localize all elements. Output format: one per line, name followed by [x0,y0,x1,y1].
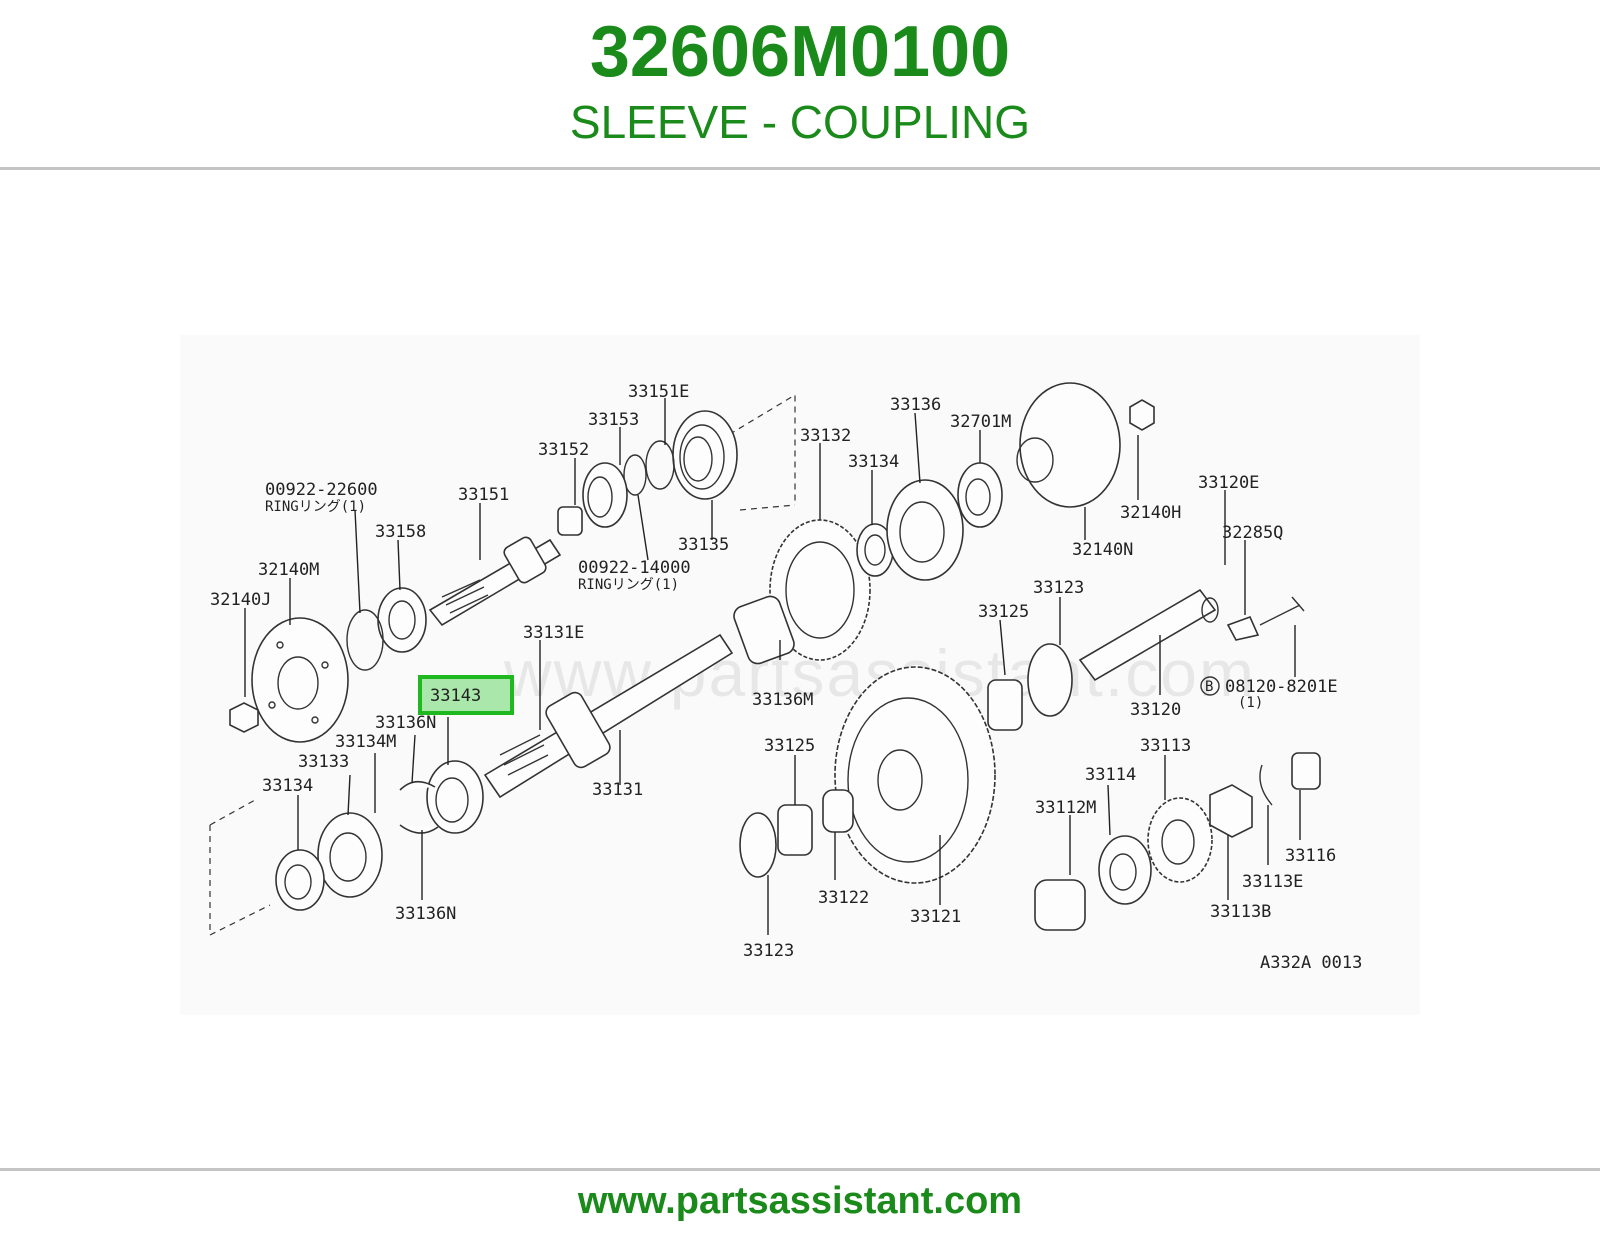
label-33113B: 33113B [1210,902,1271,922]
drawing-code: A332A 0013 [1260,953,1362,973]
label-33120: 33120 [1130,700,1181,720]
label-33151: 33151 [458,485,509,505]
leader-lines [244,398,1301,935]
bolt-badge-letter: B [1205,679,1213,695]
needle-bearing-33136N-lower [399,824,439,834]
label-33113E: 33113E [1242,872,1303,892]
spacer-33125-lower [777,804,813,856]
label-32701M: 32701M [950,412,1011,432]
flange-32140M [251,617,349,743]
label-33151E: 33151E [628,382,689,402]
label-33135: 33135 [678,535,729,555]
shaft-33120 [1078,588,1217,682]
exploded-view-drawing: 33151E 33153 33152 33151 00922-22600 RIN… [209,382,1362,973]
bearing-33135 [672,410,738,500]
gear-33113 [1147,797,1213,883]
washer-33123-lower [739,812,777,878]
nut-33113B [1209,784,1253,838]
sleeve-33122 [822,789,854,833]
page-header: 32606M0100 SLEEVE - COUPLING [0,0,1600,170]
gear-33133 [317,812,383,898]
label-32140M: 32140M [258,560,319,580]
mainshaft-33131 [483,633,734,799]
label-33114: 33114 [1085,765,1136,785]
needle-bearing-33136M [733,595,795,665]
label-ring-qty-1: RINGリング(1) [265,499,366,515]
ring-00922-22600 [346,609,384,671]
washer-33123-upper [1027,643,1073,717]
footer-divider [0,1168,1600,1171]
label-33134-lower: 33134 [262,776,313,796]
bearing-33114 [1098,835,1152,905]
label-32140N: 32140N [1072,540,1133,560]
label-33134M: 33134M [335,732,396,752]
ring-00922-14000 [623,454,647,496]
bearing-33134-lower [275,849,325,911]
cotter-pin-33113E [1259,764,1273,806]
bolt-badge-circle [1200,676,1220,696]
label-33152: 33152 [538,440,589,460]
header-divider [0,167,1600,170]
nut-32140J [229,702,259,733]
label-33125-lower: 33125 [764,736,815,756]
label-32140J: 32140J [210,590,271,610]
part-number-title: 32606M0100 [589,12,1011,92]
label-33123-upper: 33123 [1033,578,1084,598]
label-33134: 33134 [848,452,899,472]
label-33153: 33153 [588,410,639,430]
label-00922-14000: 00922-14000 [578,558,691,578]
label-33112M: 33112M [1035,798,1096,818]
part-name-subtitle: SLEEVE - COUPLING [569,96,1031,148]
highlighted-part-33143[interactable]: 33143 [418,675,514,715]
bearing-33158 [377,587,427,653]
housing-outline-top [719,393,796,511]
gear-33121 [834,666,996,884]
bushing-33112M [1034,879,1086,931]
spacer-33125-upper [987,679,1023,731]
label-33136M: 33136M [752,690,813,710]
flange-32140N [1016,382,1121,508]
needle-bearing-33136N-upper [399,780,436,791]
label-33132: 33132 [800,426,851,446]
housing-outline-bottom [209,799,271,936]
cap-33116 [1291,752,1321,790]
label-32140H: 32140H [1120,503,1181,523]
bolt-08120-8201E [1259,596,1305,626]
label-ring-qty-2: RINGリング(1) [578,577,679,593]
gear-33132 [769,519,871,661]
label-33136N-upper: 33136N [375,713,436,733]
label-33113: 33113 [1140,736,1191,756]
label-00922-22600: 00922-22600 [265,480,378,500]
parts-diagram: www.partsassistant.com [180,335,1420,1015]
ring-33120E [1201,597,1219,623]
footer-url[interactable]: www.partsassistant.com [577,1180,1023,1222]
part-labels: 33151E 33153 33152 33151 00922-22600 RIN… [210,382,1362,973]
shaft-33151 [428,536,562,627]
bearing-33136 [886,479,964,581]
label-33158: 33158 [375,522,426,542]
label-33122: 33122 [818,888,869,908]
label-33116: 33116 [1285,846,1336,866]
label-33125-upper: 33125 [978,602,1029,622]
label-33123-lower: 33123 [743,941,794,961]
label-08120-qty: (1) [1238,695,1263,711]
label-33136: 33136 [890,395,941,415]
label-32285Q: 32285Q [1222,523,1283,543]
label-33121: 33121 [910,907,961,927]
label-08120-8201E: 08120-8201E [1225,677,1338,697]
label-33120E: 33120E [1198,473,1259,493]
plate-32285Q [1226,615,1260,641]
ring-33151E [645,440,675,490]
label-33131: 33131 [592,780,643,800]
label-33136N-lower: 33136N [395,904,456,924]
label-33131E: 33131E [523,623,584,643]
label-33133: 33133 [298,752,349,772]
needle-bearing-33152 [557,506,583,536]
coupling-sleeve-33143 [426,760,484,834]
collar-32701M [957,462,1003,528]
bearing-33153 [582,462,628,528]
nut-32140H [1129,399,1155,431]
label-33143: 33143 [430,686,481,706]
